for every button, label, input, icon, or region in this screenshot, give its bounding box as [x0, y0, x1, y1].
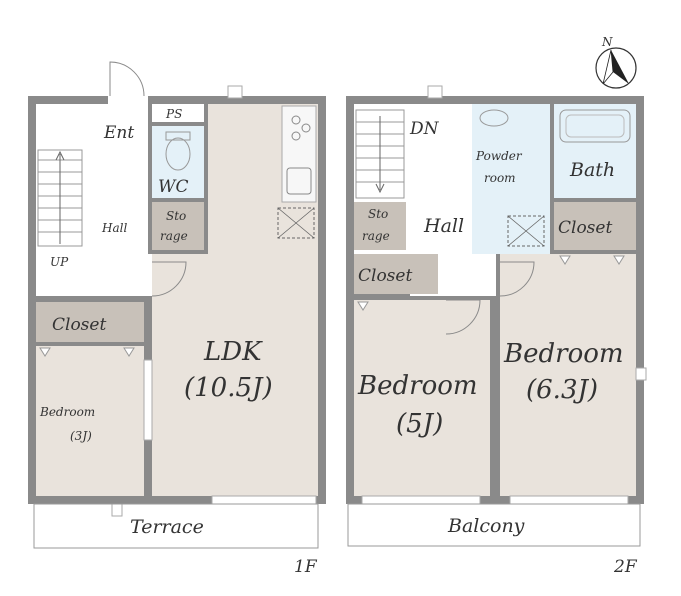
vent-1f [227, 85, 243, 99]
storage-1f [152, 202, 204, 250]
kitchen-counter [281, 105, 317, 203]
closet-2f-right [554, 202, 636, 250]
storage-1f-label-b: rage [160, 229, 188, 243]
ent-label: Ent [103, 123, 134, 143]
powder-room-label-b: room [484, 171, 516, 185]
stair-down-icon [355, 109, 405, 199]
dn-label: DN [409, 119, 440, 139]
bedroom-5j-size-label: (5J) [396, 409, 443, 439]
bedroom-6-3j [500, 254, 636, 496]
balcony [347, 503, 641, 547]
bedroom-3j [36, 346, 144, 496]
vent-2f [427, 85, 443, 99]
floor-1-label: 1F [294, 557, 318, 577]
bedroom-5j-window [361, 495, 481, 505]
storage-2f-label-a: Sto [368, 207, 388, 221]
hall-2-label: Hall [423, 215, 464, 237]
ldk-size-label: (10.5J) [184, 373, 273, 403]
washer-space-icon [507, 215, 545, 247]
sink-icon [286, 167, 312, 195]
balcony-label: Balcony [447, 515, 525, 537]
bath-room [554, 104, 636, 198]
closet-2f-left [354, 254, 438, 294]
closet-1f [36, 302, 144, 342]
toilet-icon [165, 137, 191, 171]
north-label: N [601, 35, 613, 49]
bedroom-3j-name-label: Bedroom [39, 405, 95, 419]
washbasin-icon [479, 109, 509, 127]
ps-space [152, 104, 204, 122]
north-arrow-icon [595, 47, 637, 89]
up-label: UP [50, 255, 69, 269]
closet-2f-left-label: Closet [358, 266, 412, 286]
bath-label: Bath [569, 159, 615, 181]
floor-2-label: 2F [613, 557, 638, 577]
ldk-name-label: LDK [203, 337, 263, 367]
storage-2f [354, 202, 406, 250]
stair-up-icon [37, 149, 83, 247]
floor-1 [28, 61, 326, 549]
fridge-space-icon [277, 207, 315, 239]
closet-2f-right-label: Closet [558, 218, 612, 238]
wc-label: WC [158, 177, 188, 197]
ldk-window [211, 495, 317, 505]
hall-1-label: Hall [101, 221, 127, 235]
bedroom-5j-name-label: Bedroom [357, 371, 478, 401]
storage-2f-label-b: rage [362, 229, 390, 243]
bathtub-icon [559, 109, 631, 143]
entrance-door-1f [109, 61, 145, 97]
closet-1f-label: Closet [52, 315, 106, 335]
bedroom-6-3j-window [509, 495, 629, 505]
bedroom-5j [354, 300, 490, 496]
storage-1f-label-a: Sto [166, 209, 186, 223]
floor-2 [346, 85, 647, 547]
bedroom-6-3j-size-label: (6.3J) [526, 375, 598, 405]
terrace-label: Terrace [130, 516, 204, 538]
bedroom-6-3j-name-label: Bedroom [503, 339, 624, 369]
powder-room [472, 104, 550, 254]
powder-room-label-a: Powder [475, 149, 523, 163]
ps-label: PS [165, 107, 182, 121]
terrace [33, 503, 319, 549]
bedroom-3j-size-label: (3J) [70, 429, 92, 443]
